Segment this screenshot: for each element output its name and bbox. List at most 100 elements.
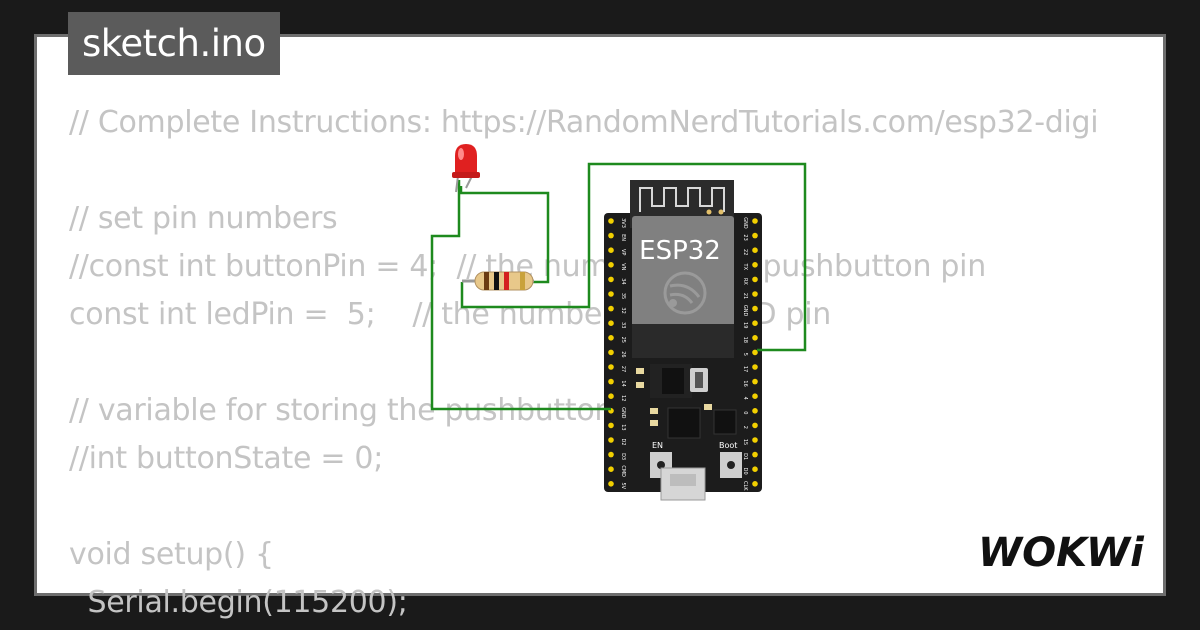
right-pin[interactable]: [752, 349, 758, 356]
right-pin[interactable]: [752, 466, 758, 473]
right-pin-label: TX: [742, 263, 748, 271]
right-pin-label: CLK: [742, 481, 748, 491]
right-pin-label: 22: [742, 249, 748, 255]
left-pin[interactable]: [608, 232, 614, 239]
left-pin[interactable]: [608, 349, 614, 356]
right-pin[interactable]: [752, 305, 758, 312]
right-pin[interactable]: [752, 218, 758, 224]
left-pin-label: 5V: [620, 482, 626, 489]
right-pin[interactable]: [752, 320, 758, 327]
left-pin-label: 13: [620, 424, 626, 430]
left-pin[interactable]: [608, 247, 614, 253]
left-pin-label: GND: [620, 407, 626, 419]
right-pin-label: 5: [742, 353, 748, 356]
right-pin[interactable]: [752, 422, 758, 429]
right-pin[interactable]: [752, 335, 758, 341]
right-pin-label: GND: [742, 217, 748, 229]
left-pin-label: D2: [620, 438, 626, 445]
left-pin-label: VN: [620, 263, 626, 270]
left-pin-label: CMD: [620, 465, 626, 477]
left-pin-label: 32: [620, 307, 626, 313]
right-pin-label: 19: [742, 322, 748, 328]
right-pin[interactable]: [752, 276, 758, 283]
antenna-trace: [639, 187, 725, 212]
left-pin-label: 34: [620, 278, 626, 284]
wokwi-logo: WOKWi: [978, 530, 1145, 576]
board-label: ESP32: [639, 236, 721, 266]
code-line: //const int buttonPin = 4; // the number…: [69, 249, 986, 284]
right-pin-label: 4: [742, 397, 748, 400]
espressif-logo-icon: [663, 271, 707, 315]
wire-led-anode: [459, 186, 550, 284]
code-line: Serial.begin(115200);: [69, 585, 408, 620]
right-pin[interactable]: [752, 378, 758, 385]
right-pin[interactable]: [752, 291, 758, 297]
right-pin[interactable]: [752, 247, 758, 253]
left-pin[interactable]: [608, 218, 614, 224]
left-pin[interactable]: [608, 422, 614, 429]
left-pin[interactable]: [608, 320, 614, 327]
right-pin-label: 18: [742, 337, 748, 343]
resistor[interactable]: [462, 271, 534, 291]
left-pin[interactable]: [608, 378, 614, 385]
right-pin-label: D0: [742, 468, 748, 475]
left-pin[interactable]: [608, 305, 614, 312]
wire-pin5: [460, 162, 807, 352]
usb-chip: [667, 407, 701, 439]
left-pin-label: 27: [620, 366, 626, 372]
left-pin-label: 3V3: [620, 218, 626, 228]
left-pin-label: 12: [620, 395, 626, 401]
left-pin-label: 35: [620, 293, 626, 299]
right-pin-label: 0: [742, 411, 748, 414]
right-pin-label: D1: [742, 453, 748, 460]
right-pin[interactable]: [752, 393, 758, 400]
right-pin[interactable]: [752, 481, 758, 487]
wires: [430, 162, 807, 411]
filename-tab[interactable]: sketch.ino: [68, 12, 280, 75]
left-pin[interactable]: [608, 335, 614, 341]
right-pin[interactable]: [752, 262, 758, 268]
right-pin-label: 15: [742, 439, 748, 445]
left-pin-label: 26: [620, 351, 626, 357]
left-pin[interactable]: [608, 437, 614, 443]
wokwi-logo-text: WOKWi: [978, 530, 1145, 576]
left-pin[interactable]: [608, 481, 614, 487]
right-pin[interactable]: [752, 437, 758, 443]
right-pin-label: 17: [742, 366, 748, 372]
left-pin-label: EN: [620, 234, 626, 241]
right-pin-label: 23: [742, 234, 748, 240]
left-pin-label: 14: [620, 380, 626, 386]
left-pin[interactable]: [608, 393, 614, 400]
left-pin[interactable]: [608, 364, 614, 370]
right-pin-label: 21: [742, 293, 748, 299]
left-pin-label: 25: [620, 337, 626, 343]
left-pin[interactable]: [608, 276, 614, 283]
right-pin[interactable]: [752, 408, 758, 414]
code-line: void setup() {: [69, 537, 274, 572]
en-label: EN: [652, 441, 663, 450]
right-pin-label: RX: [742, 278, 748, 285]
left-pin-label: 33: [620, 322, 626, 328]
led-red[interactable]: [452, 144, 480, 193]
left-pin-label: D3: [620, 453, 626, 460]
esp32-board[interactable]: ESP32 EN Boot 3V3ENVPVN34353233252627141…: [604, 180, 762, 501]
right-pin[interactable]: [752, 451, 758, 458]
right-pin[interactable]: [752, 364, 758, 370]
right-pin[interactable]: [752, 232, 758, 239]
left-pin[interactable]: [608, 262, 614, 268]
right-pin-label: 2: [742, 426, 748, 429]
code-line: // set pin numbers: [69, 201, 338, 236]
left-pin[interactable]: [608, 466, 614, 473]
code-block: // Complete Instructions: https://Random…: [69, 99, 1099, 627]
right-pin-label: 16: [742, 380, 748, 386]
left-pin[interactable]: [608, 451, 614, 458]
left-pin[interactable]: [608, 291, 614, 297]
boot-label: Boot: [719, 441, 737, 450]
right-pin-label: GND: [742, 305, 748, 317]
wire-gnd: [430, 180, 611, 411]
left-pin-label: VP: [620, 249, 626, 255]
code-line: // Complete Instructions: https://Random…: [69, 105, 1099, 140]
